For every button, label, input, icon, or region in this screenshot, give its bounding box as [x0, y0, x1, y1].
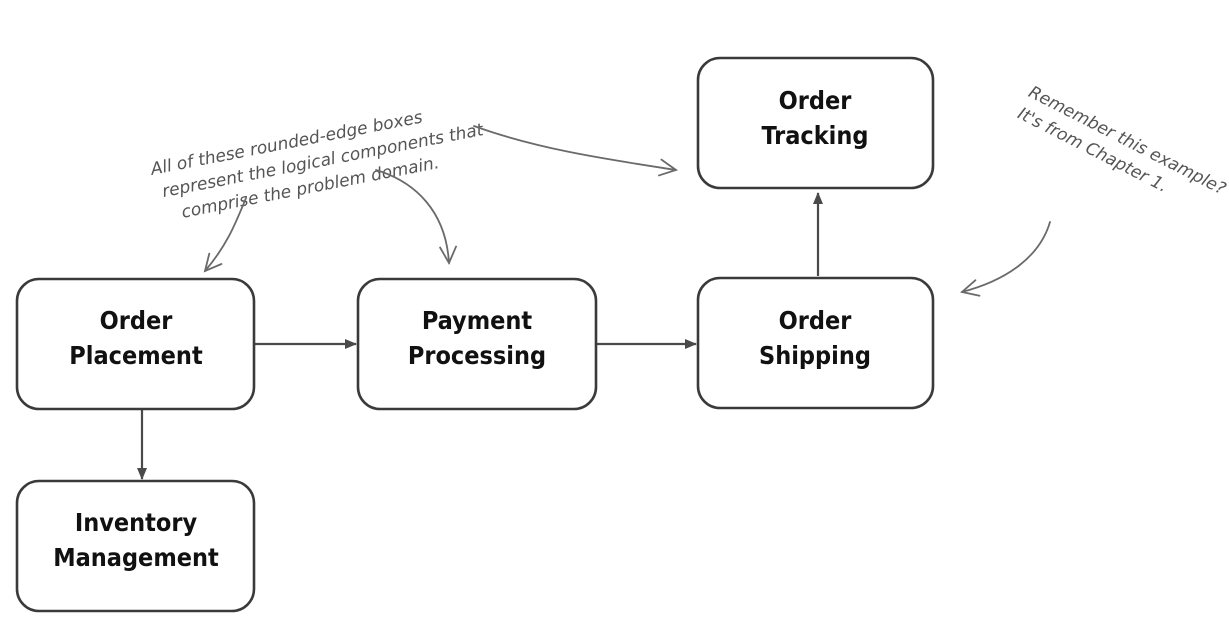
payment-processing-label-line2: Processing — [408, 341, 546, 370]
components-annotation: All of these rounded-edge boxes represen… — [148, 107, 486, 222]
order-tracking-label-line1: Order — [779, 86, 853, 115]
order-shipping-label-line1: Order — [779, 306, 853, 335]
order-placement-label-line1: Order — [100, 306, 174, 335]
order-placement-box: Order Placement — [15, 277, 256, 411]
order-placement-label-line2: Placement — [69, 341, 203, 370]
annotation-arrow-to-order-tracking — [473, 125, 678, 177]
order-shipping-box: Order Shipping — [696, 276, 935, 410]
payment-processing-box: Payment Processing — [356, 277, 598, 411]
annotation-arrow-to-order-shipping — [960, 221, 1051, 297]
inventory-management-box: Inventory Management — [15, 479, 256, 613]
inventory-management-label-line1: Inventory — [75, 508, 198, 537]
inventory-management-label-line2: Management — [53, 543, 219, 572]
order-tracking-label-line2: Tracking — [762, 121, 869, 150]
order-tracking-box: Order Tracking — [696, 56, 935, 190]
order-shipping-label-line2: Shipping — [759, 341, 871, 370]
chapter-annotation: Remember this example? It's from Chapter… — [1014, 82, 1229, 199]
payment-processing-label-line1: Payment — [422, 306, 533, 335]
annotation-arrow-to-payment-processing — [375, 169, 457, 266]
annotation-arrow-to-order-placement — [203, 197, 247, 273]
